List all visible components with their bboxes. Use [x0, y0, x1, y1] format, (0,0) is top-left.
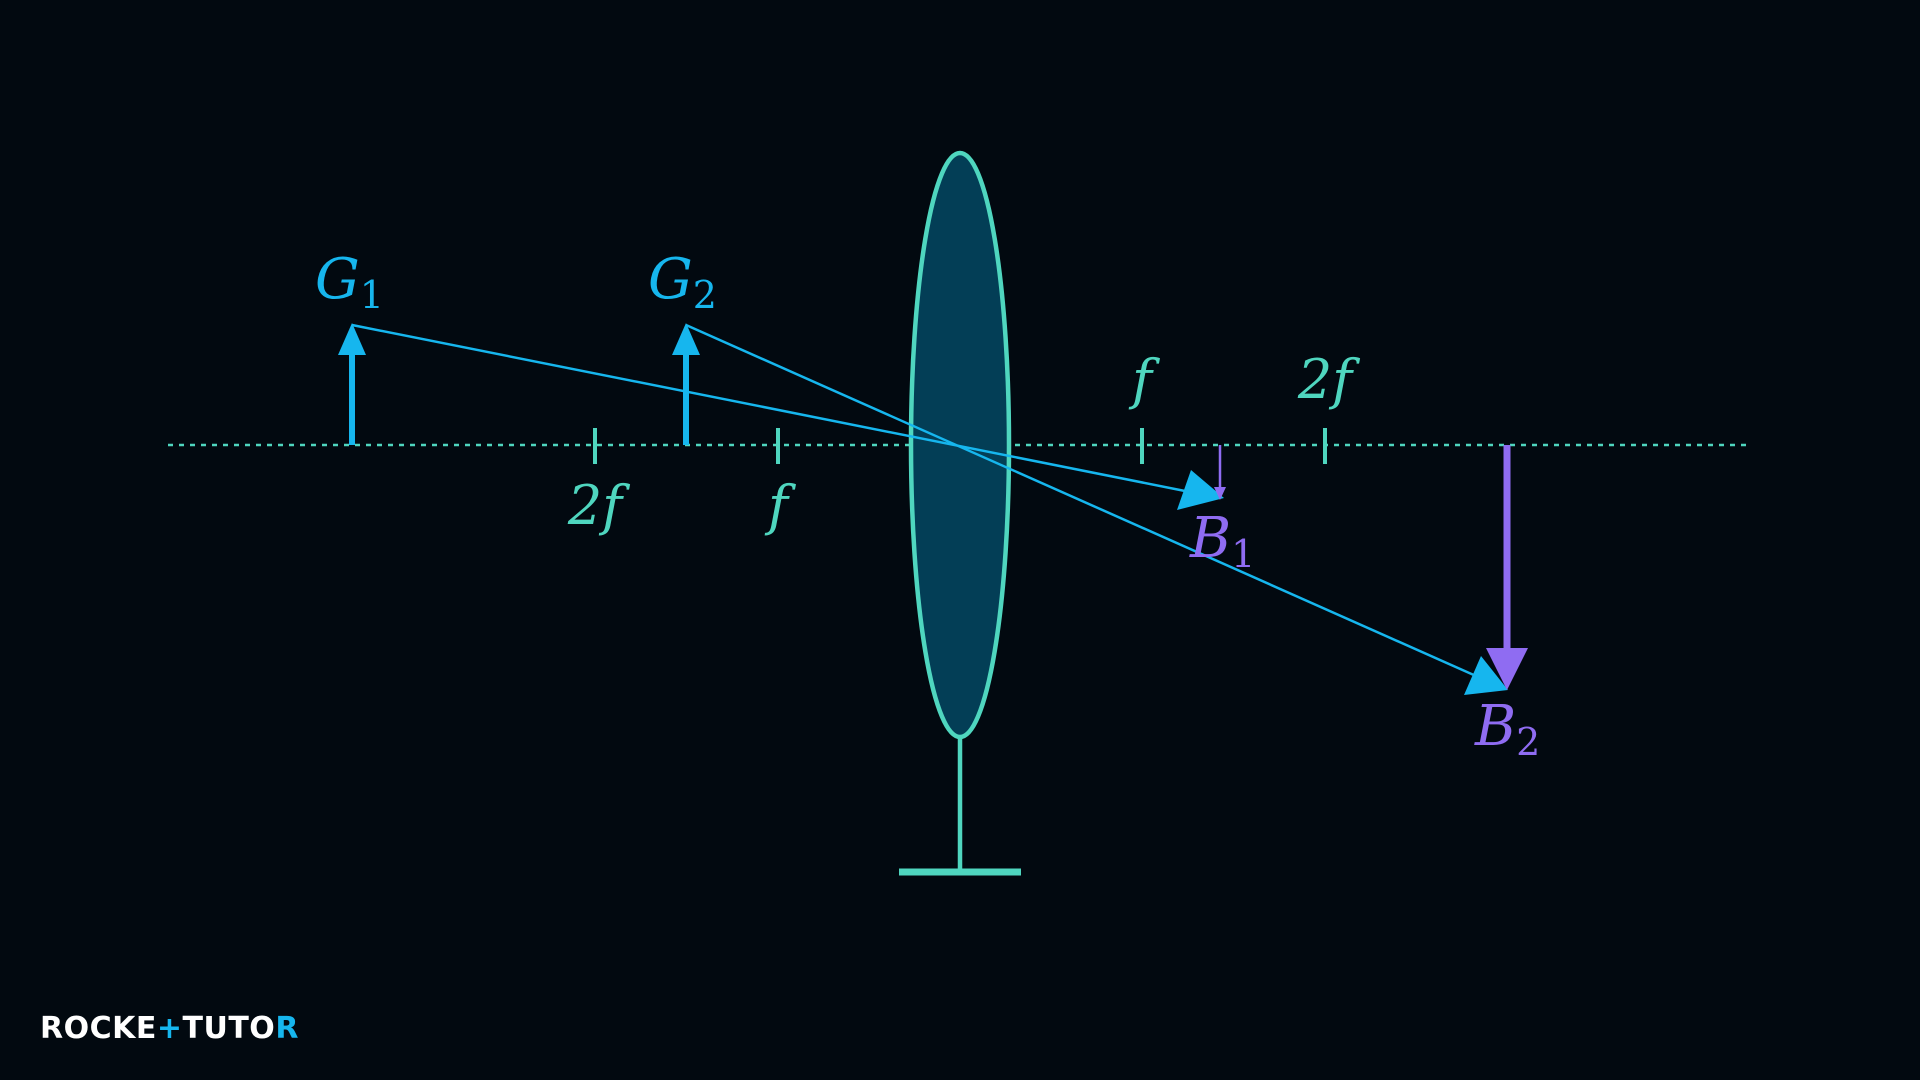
object-g2-arrowhead: [672, 323, 700, 355]
label-g2: G2: [648, 247, 717, 317]
label-right-f: f: [1128, 348, 1160, 411]
label-right-2f: 2f: [1297, 348, 1360, 411]
image-b1-arrowhead: [1214, 487, 1226, 500]
ray-g2-arrowhead: [1464, 656, 1508, 695]
rocket-tutor-logo: ROCKE+TUTOR: [40, 1011, 299, 1046]
label-g1: G1: [315, 247, 384, 317]
object-g1-arrowhead: [338, 323, 366, 355]
ray-g2: [685, 323, 1477, 678]
label-left-f: f: [764, 474, 796, 537]
label-left-2f: 2f: [567, 474, 630, 537]
ray-g1-arrowhead: [1177, 470, 1224, 510]
label-b1: B1: [1189, 506, 1255, 576]
label-b2: B2: [1474, 694, 1540, 764]
ray-g1: [351, 323, 1191, 494]
image-b2-arrowhead: [1486, 648, 1528, 690]
